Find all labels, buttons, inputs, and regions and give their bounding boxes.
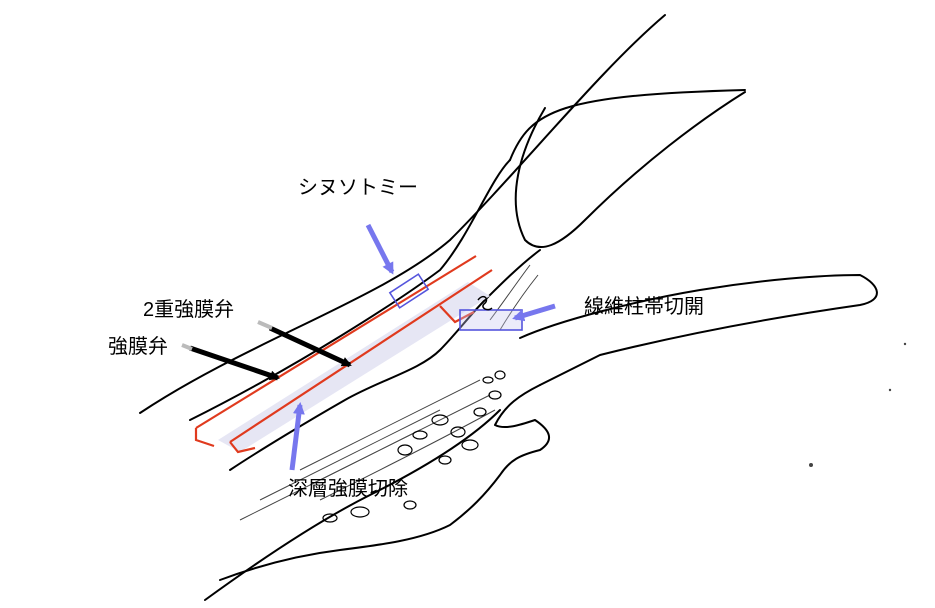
deep-sclerectomy-arrow <box>289 402 305 471</box>
double-flap-arrow <box>268 325 352 368</box>
paper-specks <box>809 342 907 467</box>
cell <box>482 376 494 384</box>
sclera-outer-edge <box>139 14 666 414</box>
cell <box>431 414 449 426</box>
procedure-pointer-arrows <box>289 223 556 471</box>
label-double-scleral-flap: 2重強膜弁 <box>143 299 235 321</box>
cornea-upper-curve <box>509 89 746 161</box>
label-synotomy: シヌソトミー <box>298 177 418 199</box>
cell <box>403 500 417 510</box>
hatch-line <box>499 274 539 331</box>
inner-flap-incision <box>229 269 493 443</box>
choroid-edge <box>204 409 501 601</box>
speck <box>888 388 892 392</box>
trabecular-incision-box <box>459 309 523 331</box>
cell <box>322 513 338 523</box>
flap-leader <box>181 343 193 351</box>
hatch-line <box>259 409 441 501</box>
cell <box>488 390 502 400</box>
label-trabecular-incision: 線維柱帯切開 <box>584 296 704 318</box>
cell <box>473 407 487 417</box>
speck <box>809 463 813 467</box>
cell <box>412 430 428 440</box>
ciliary-body <box>219 384 550 581</box>
outer-flap-edge <box>194 428 215 448</box>
hatch-line <box>489 264 531 321</box>
synotomy-arrow <box>365 223 395 275</box>
speck <box>903 342 907 346</box>
inner-flap-edge <box>229 441 256 454</box>
iris-root <box>519 274 878 386</box>
cell <box>350 506 370 518</box>
scleral-flap-incisions <box>194 255 493 454</box>
cell <box>494 370 506 380</box>
label-scleral-flap: 強膜弁 <box>108 336 168 358</box>
hatch-line <box>319 409 496 501</box>
trabecular-arrow <box>512 303 556 322</box>
cornea-inner-curve <box>514 91 746 249</box>
deep-sclerectomy-band <box>218 282 490 452</box>
synotomy-box <box>388 273 430 309</box>
label-leader-lines <box>181 320 273 351</box>
hatch-line <box>239 429 421 521</box>
flap-pointer-arrows <box>189 325 352 381</box>
hatch-line <box>299 379 481 471</box>
flap-arrow <box>189 345 280 381</box>
tissue-hatching <box>239 264 539 521</box>
schlemm-canal-mark <box>477 295 493 311</box>
cell <box>450 426 466 438</box>
double-flap-leader <box>257 320 273 330</box>
flap-end-cut <box>439 305 475 324</box>
label-deep-sclerectomy: 深層強膜切除 <box>288 478 408 500</box>
ciliary-cells <box>322 370 506 523</box>
cell <box>461 439 479 451</box>
outer-flap-incision <box>195 255 477 429</box>
cell <box>397 444 413 456</box>
anatomy-outline <box>139 14 878 601</box>
cell <box>438 455 452 465</box>
